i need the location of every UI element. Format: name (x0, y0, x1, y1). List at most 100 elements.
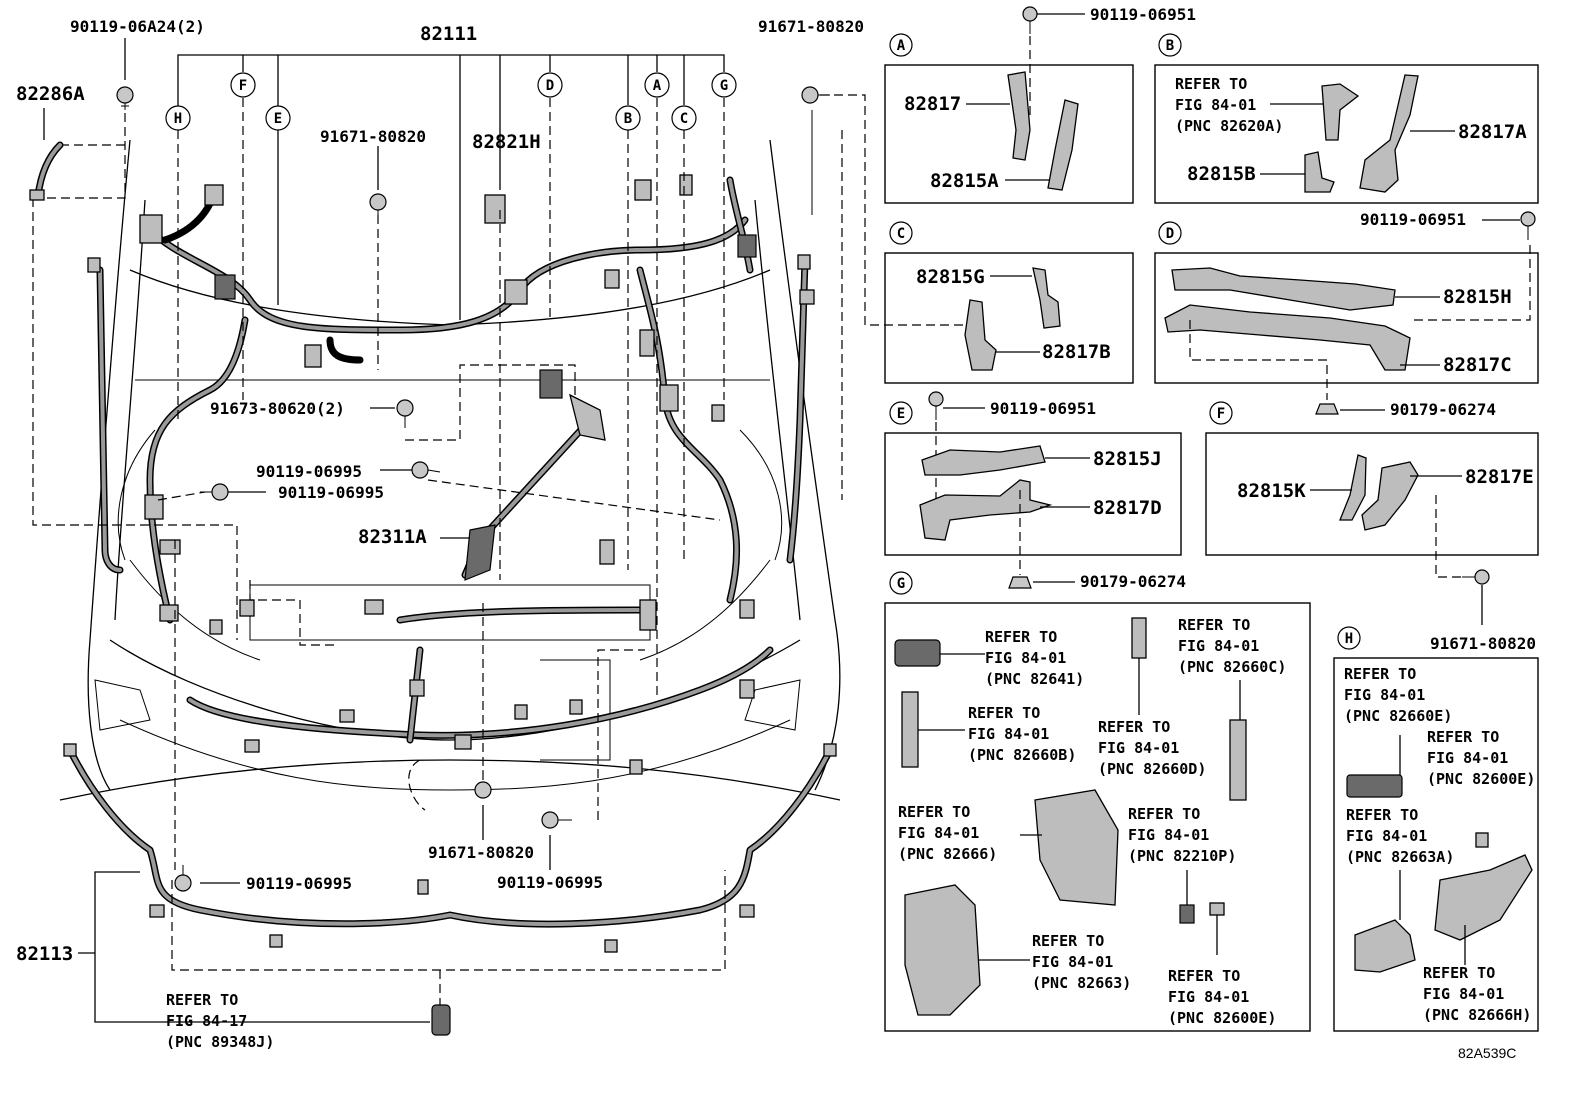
main-labels: 90119-06A24(2) 82286A 82111 91671-80820 … (16, 17, 864, 1051)
main-leader-lines (32, 94, 965, 1010)
svg-text:90179-06274: 90179-06274 (1390, 400, 1496, 419)
connector-89348j-icon (431, 1004, 451, 1036)
svg-text:90119-06951: 90119-06951 (990, 399, 1096, 418)
battery-cable-82311a (461, 393, 606, 581)
callout-e: E (265, 105, 291, 131)
svg-text:90119-06951: 90119-06951 (1090, 5, 1196, 24)
svg-text:82815A: 82815A (930, 170, 999, 192)
svg-text:(PNC 82600E): (PNC 82600E) (1427, 770, 1535, 788)
svg-text:FIG 84-01: FIG 84-01 (1175, 96, 1256, 114)
label-82311a: 82311A (358, 526, 427, 548)
label-90119-06995-b: 90119-06995 (278, 483, 384, 502)
svg-text:(PNC 82663A): (PNC 82663A) (1346, 848, 1454, 866)
label-90119-06995-d: 90119-06995 (497, 873, 603, 892)
svg-text:FIG 84-01: FIG 84-01 (1032, 953, 1113, 971)
main-callouts: F E H D B A C G (165, 72, 737, 131)
svg-text:91671-80820: 91671-80820 (1430, 634, 1536, 653)
svg-text:B: B (624, 111, 632, 127)
bolt-icon (396, 399, 414, 428)
svg-text:90179-06274: 90179-06274 (1080, 572, 1186, 591)
svg-text:A: A (653, 78, 662, 94)
bottom-ref-line1: REFER TO (166, 991, 238, 1009)
callout-f: F (230, 72, 256, 98)
svg-text:REFER TO: REFER TO (898, 803, 970, 821)
bolt-icon (801, 86, 830, 104)
svg-text:(PNC 82663): (PNC 82663) (1032, 974, 1131, 992)
svg-text:FIG 84-01: FIG 84-01 (1098, 739, 1179, 757)
label-90119-06a24: 90119-06A24(2) (70, 17, 205, 36)
bolt-icon (1462, 569, 1490, 585)
svg-text:FIG 84-01: FIG 84-01 (898, 824, 979, 842)
harness-connectors (87, 174, 815, 775)
bolt-icon (411, 461, 441, 479)
svg-text:E: E (897, 406, 905, 422)
svg-text:82815H: 82815H (1443, 286, 1512, 308)
svg-text:FIG 84-01: FIG 84-01 (1128, 826, 1209, 844)
svg-text:82815J: 82815J (1093, 448, 1162, 470)
svg-text:REFER TO: REFER TO (1178, 616, 1250, 634)
bolt-icon (1520, 211, 1536, 240)
svg-text:82817D: 82817D (1093, 497, 1162, 519)
svg-text:REFER TO: REFER TO (968, 704, 1040, 722)
svg-text:(PNC 82641): (PNC 82641) (985, 670, 1084, 688)
svg-text:(PNC 82210P): (PNC 82210P) (1128, 847, 1236, 865)
label-82111: 82111 (420, 23, 477, 45)
panel-g: G REFER TO FIG 84-01 (PNC 82641) REFER T… (884, 571, 1311, 1032)
engine-room-harness (96, 176, 809, 744)
svg-text:H: H (174, 111, 182, 127)
panel-b: B REFER TO FIG 84-01 (PNC 82620A) 82817A… (1154, 33, 1539, 240)
bumper-harness-82113 (63, 743, 837, 953)
svg-text:REFER TO: REFER TO (1344, 665, 1416, 683)
svg-text:(PNC 82660B): (PNC 82660B) (968, 746, 1076, 764)
panel-h: H REFER TO FIG 84-01 (PNC 82660E) REFER … (1333, 626, 1539, 1032)
svg-text:82817C: 82817C (1443, 354, 1512, 376)
svg-text:H: H (1345, 631, 1353, 647)
label-82821h: 82821H (472, 131, 541, 153)
callout-c: C (671, 105, 697, 131)
svg-text:82817A: 82817A (1458, 121, 1527, 143)
svg-text:REFER TO: REFER TO (1346, 806, 1418, 824)
figure-code: 82A539C (1458, 1045, 1516, 1061)
svg-text:F: F (1217, 406, 1225, 422)
callout-h: H (165, 105, 191, 131)
bolt-icon (1022, 6, 1038, 34)
bottom-ref-line3: (PNC 89348J) (166, 1033, 274, 1051)
svg-text:REFER TO: REFER TO (1168, 967, 1240, 985)
svg-text:D: D (546, 78, 554, 94)
main-bolts (116, 86, 830, 1036)
label-leaders (43, 38, 551, 884)
bolt-icon (174, 865, 192, 892)
panel-f: F 82815K 82817E 91671-80820 (1205, 401, 1539, 653)
label-91671-80820-top: 91671-80820 (758, 17, 864, 36)
svg-text:A: A (897, 38, 906, 54)
bolt-icon (541, 811, 572, 829)
label-90119-06995-c: 90119-06995 (246, 874, 352, 893)
svg-text:90119-06951: 90119-06951 (1360, 210, 1466, 229)
svg-text:FIG 84-01: FIG 84-01 (985, 649, 1066, 667)
panel-c: C 82815G 82817B (884, 221, 1134, 384)
svg-text:(PNC 82660C): (PNC 82660C) (1178, 658, 1286, 676)
svg-text:82815K: 82815K (1237, 480, 1306, 502)
clip-icon (1008, 576, 1032, 589)
svg-text:REFER TO: REFER TO (1423, 964, 1495, 982)
svg-text:82817E: 82817E (1465, 466, 1534, 488)
svg-text:FIG 84-01: FIG 84-01 (1168, 988, 1249, 1006)
svg-text:FIG 84-01: FIG 84-01 (1344, 686, 1425, 704)
svg-text:FIG 84-01: FIG 84-01 (1346, 827, 1427, 845)
callout-d: D (537, 72, 563, 98)
label-82286a: 82286A (16, 83, 85, 105)
svg-text:REFER TO: REFER TO (1175, 75, 1247, 93)
svg-text:C: C (680, 111, 688, 127)
svg-text:REFER TO: REFER TO (1032, 932, 1104, 950)
svg-text:82815G: 82815G (916, 266, 985, 288)
svg-text:G: G (720, 78, 728, 94)
part-82286a (29, 141, 64, 201)
label-91673-80620: 91673-80620(2) (210, 399, 345, 418)
bracket-82111 (177, 54, 725, 320)
bracket-82113 (78, 871, 430, 1023)
panel-a: A 90119-06951 82817 82815A (884, 5, 1196, 204)
callout-g: G (711, 72, 737, 98)
panel-d: D 82815H 82817C 90179-06274 (1154, 221, 1539, 419)
label-82113: 82113 (16, 943, 73, 965)
